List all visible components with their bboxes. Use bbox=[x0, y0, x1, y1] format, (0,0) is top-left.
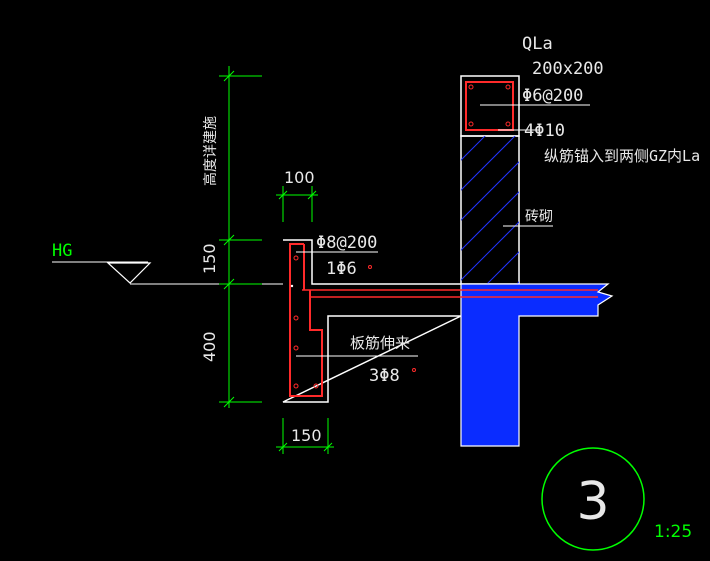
dimension-150-bottom-label: 150 bbox=[291, 426, 322, 445]
bottom-bar-label: 3Φ8 bbox=[369, 366, 400, 386]
ring-beam-bar bbox=[505, 121, 511, 127]
masonry-hatch bbox=[461, 136, 519, 284]
ring-beam-bar bbox=[468, 121, 474, 127]
detail-callout-circle bbox=[541, 447, 645, 551]
ring-beam-bar bbox=[505, 84, 511, 90]
leader-marker bbox=[368, 265, 372, 269]
edge-beam-bar bbox=[293, 255, 299, 261]
dimension-150-top: 150 bbox=[200, 243, 219, 274]
edge-beam-bar bbox=[293, 315, 299, 321]
edge-beam-stirrup bbox=[289, 243, 323, 397]
edge-beam-bar bbox=[313, 383, 319, 389]
leader-marker bbox=[412, 368, 416, 372]
ring-beam-stirrup bbox=[465, 81, 514, 131]
slab-stirrup-label: Φ8@200 bbox=[316, 233, 377, 253]
vertical-dimension-chain bbox=[219, 66, 262, 408]
vertical-note: 高度详建施 bbox=[202, 116, 219, 186]
detail-number: 3 bbox=[576, 472, 609, 532]
masonry-wall-outline bbox=[460, 135, 520, 285]
leader-lines bbox=[296, 104, 590, 357]
reference-dot bbox=[290, 284, 294, 288]
dimension-400: 400 bbox=[200, 331, 219, 362]
anchor-note: 纵筋锚入到两侧GZ内La bbox=[544, 147, 700, 165]
masonry-label: 砖砌 bbox=[525, 209, 553, 225]
dimension-100 bbox=[276, 186, 318, 222]
dimension-100-label: 100 bbox=[284, 168, 315, 187]
concrete-slab-and-wall bbox=[460, 283, 614, 447]
hg-label: HG bbox=[52, 241, 72, 261]
ring-beam-bar bbox=[468, 84, 474, 90]
ring-beam-stirrup-label: Φ6@200 bbox=[522, 86, 583, 106]
edge-beam-bar bbox=[293, 345, 299, 351]
ring-beam-size: 200x200 bbox=[532, 59, 604, 79]
ring-beam-name: QLa bbox=[522, 34, 553, 54]
ground-level-symbol bbox=[106, 262, 152, 284]
top-bar-label: 1Φ6 bbox=[326, 259, 357, 279]
ring-beam-main-bar-label: 4Φ10 bbox=[524, 121, 565, 141]
edge-beam-bar bbox=[293, 383, 299, 389]
slab-note: 板筋伸来 bbox=[350, 334, 410, 352]
edge-beam-outline bbox=[282, 239, 462, 403]
scale-label: 1:25 bbox=[654, 522, 692, 542]
dimension-150-bottom bbox=[276, 418, 334, 454]
